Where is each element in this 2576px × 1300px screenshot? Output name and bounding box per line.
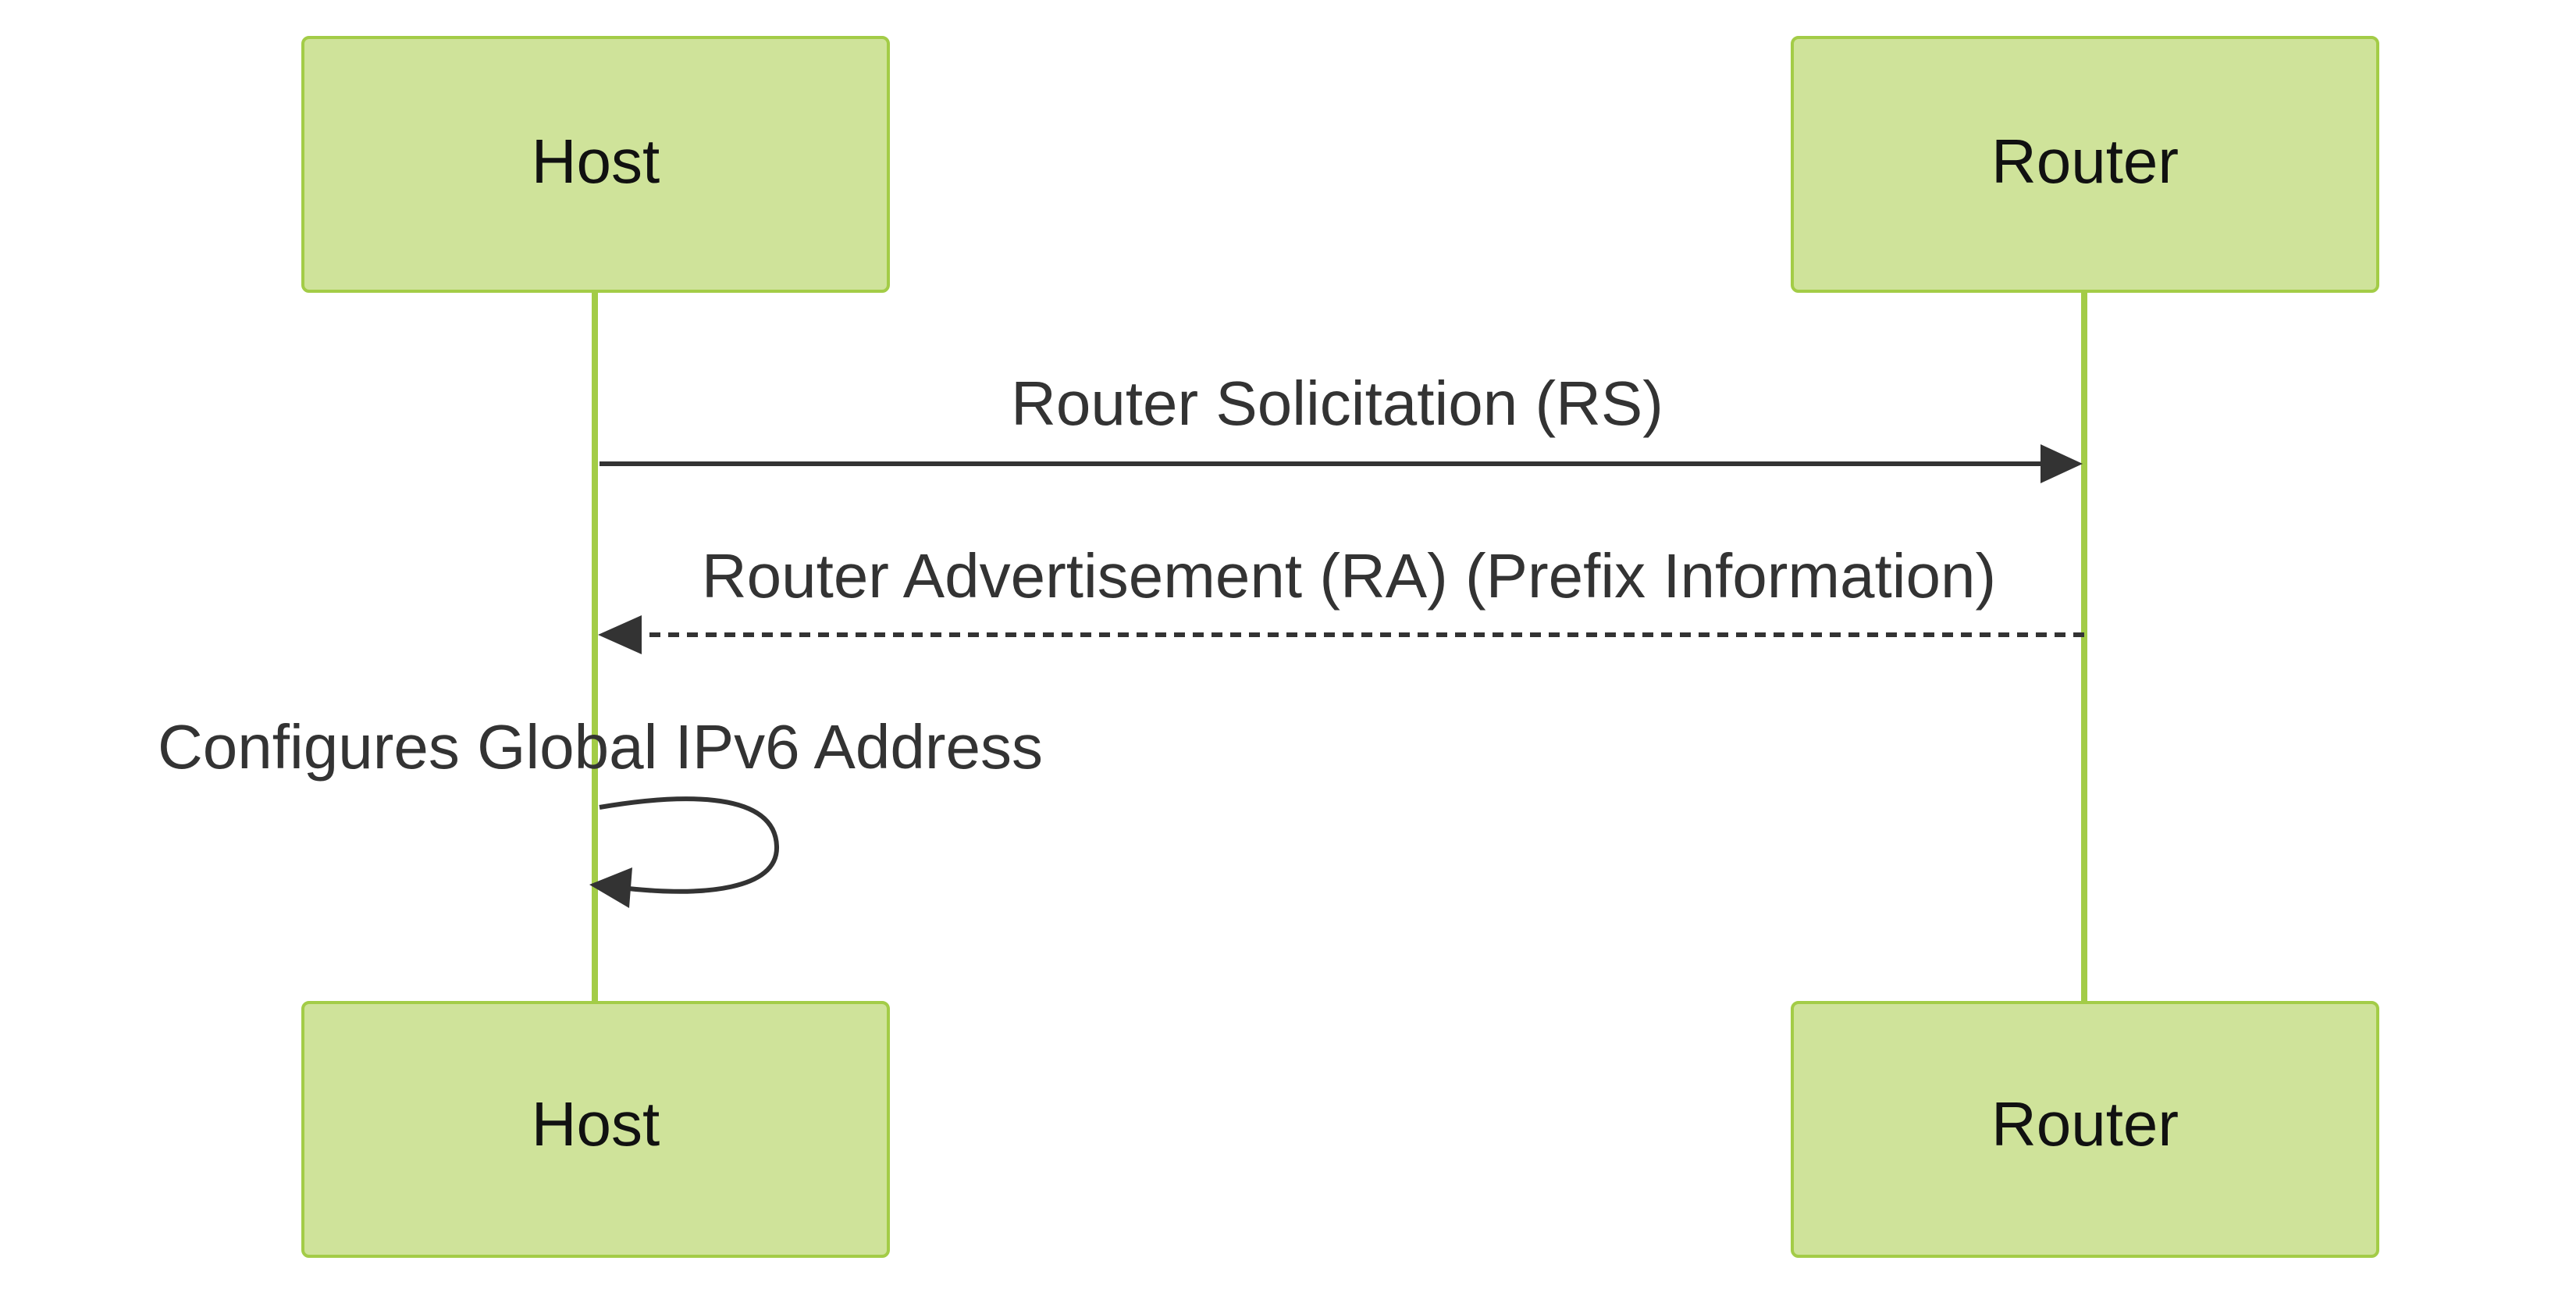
router-label-bottom: Router: [1991, 1089, 2179, 1159]
message-router-advertisement: Router Advertisement (RA) (Prefix Inform…: [598, 541, 2084, 654]
router-actor-top: Router: [1791, 36, 2379, 293]
host-actor-top: Host: [301, 36, 890, 293]
host-label-bottom: Host: [532, 1089, 660, 1159]
arrowhead-rs: [2041, 444, 2083, 483]
self-loop-arrow: [599, 796, 780, 894]
router-actor-bottom: Router: [1791, 1001, 2379, 1258]
host-actor-bottom: Host: [301, 1001, 890, 1258]
arrowhead-self: [589, 867, 632, 908]
message-label-self: Configures Global IPv6 Address: [158, 712, 1043, 782]
router-label-top: Router: [1991, 126, 2179, 196]
message-label-ra: Router Advertisement (RA) (Prefix Inform…: [702, 541, 1996, 611]
arrowhead-ra: [598, 615, 642, 654]
message-router-solicitation: Router Solicitation (RS): [600, 369, 2083, 483]
host-label-top: Host: [532, 126, 660, 196]
message-self-configure: Configures Global IPv6 Address: [158, 712, 1043, 908]
message-label-rs: Router Solicitation (RS): [1011, 369, 1663, 438]
